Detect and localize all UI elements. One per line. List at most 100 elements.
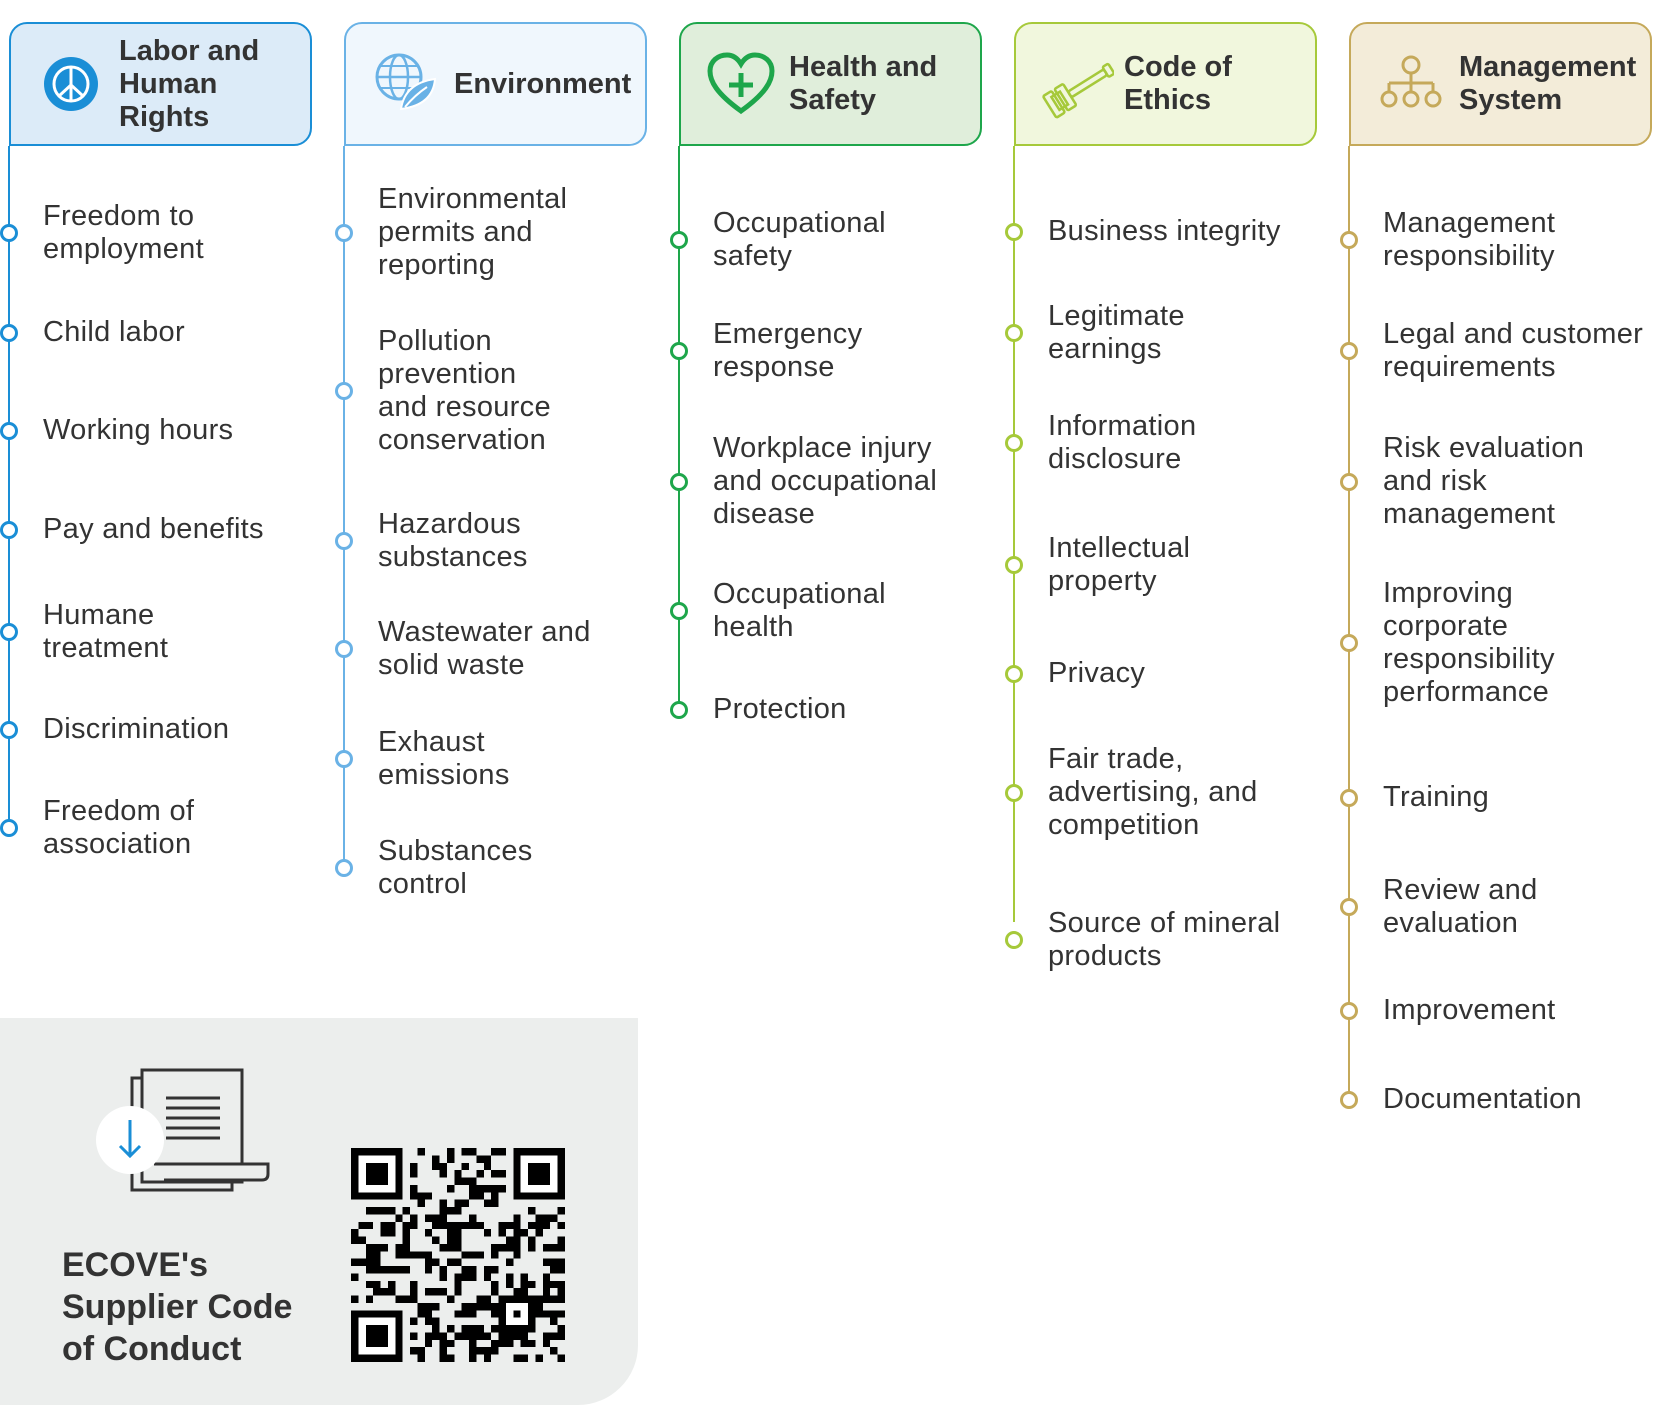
timeline-dot [1005,931,1023,949]
timeline-dot [1005,434,1023,452]
timeline-dot [1340,634,1358,652]
list-item: Substances control [335,835,675,901]
timeline-dot [335,859,353,877]
list-item: Occupational safety [670,207,1010,273]
timeline-dot [335,382,353,400]
download-card-title: ECOVE's Supplier Code of Conduct [62,1246,293,1368]
document-download-icon[interactable] [96,1068,276,1208]
header-title: Health and Safety [789,51,938,116]
timeline-dot [1340,1090,1358,1109]
timeline-dot [1005,664,1023,683]
org-chart-icon [1373,46,1449,122]
list-item-label: Information disclosure [1048,410,1197,475]
list-item-label: Intellectual property [1048,532,1191,597]
list-item-label: Training [1383,781,1490,813]
timeline-dot [0,224,18,242]
timeline-dot [1340,342,1358,360]
list-item: Environmental permits and reporting [335,183,675,282]
list-item: Risk evaluation and risk management [1340,432,1655,531]
list-item: Privacy [1005,657,1345,690]
qr-code[interactable] [351,1148,565,1362]
timeline-dot [0,520,18,539]
timeline-dot [1005,556,1023,574]
timeline-dot [0,323,18,342]
list-item-label: Improving corporate responsibility perfo… [1383,577,1555,708]
timeline-dot [1340,472,1358,491]
list-item-label: Humane treatment [43,599,169,664]
timeline-dot [335,532,353,550]
list-item-label: Legal and customer requirements [1383,318,1644,383]
list-item: Legitimate earnings [1005,300,1345,366]
list-item: Freedom of association [0,795,340,861]
list-item: Workplace injury and occupational diseas… [670,432,1010,531]
list-item: Freedom to employment [0,200,340,266]
timeline-dot [670,700,688,719]
list-item: Documentation [1340,1083,1655,1116]
timeline-line [1348,146,1350,1097]
list-item-label: Fair trade, advertising, and competition [1048,743,1258,841]
header-environment[interactable]: Environment [344,22,647,146]
list-item-label: Management responsibility [1383,207,1556,272]
timeline-dot [0,421,18,440]
list-item-label: Documentation [1383,1083,1582,1115]
header-management[interactable]: Management System [1349,22,1652,146]
header-health[interactable]: Health and Safety [679,22,982,146]
timeline-dot [1340,1001,1358,1020]
timeline-dot [335,223,353,242]
list-item: Hazardous substances [335,508,675,574]
header-title: Labor and Human Rights [119,34,260,133]
timeline-dot [670,231,688,249]
list-item: Management responsibility [1340,207,1655,273]
list-item-label: Pay and benefits [43,513,264,545]
list-item: Emergency response [670,318,1010,384]
list-item: Improvement [1340,994,1655,1027]
heart-plus-icon [703,46,779,122]
header-title: Management System [1459,51,1637,116]
globe-leaf-icon [368,46,444,122]
list-item: Protection [670,693,1010,726]
header-labor[interactable]: Labor and Human Rights [9,22,312,146]
list-item-label: Occupational health [713,578,886,643]
list-item: Working hours [0,414,340,447]
list-item-label: Protection [713,693,847,725]
timeline-dot [0,819,18,837]
list-item-label: Hazardous substances [378,508,528,573]
list-item: Training [1340,781,1655,814]
list-item-label: Risk evaluation and risk management [1383,432,1585,530]
list-item-label: Substances control [378,835,533,900]
list-item: Discrimination [0,713,340,746]
list-item: Humane treatment [0,599,340,665]
list-item-label: Improvement [1383,994,1556,1026]
list-item: Pay and benefits [0,513,340,546]
timeline-dot [1005,222,1023,241]
list-item: Fair trade, advertising, and competition [1005,743,1345,842]
list-item-label: Discrimination [43,713,230,745]
timeline-line [343,146,345,866]
timeline-line [678,146,680,708]
header-title: Environment [454,67,632,100]
list-item: Pollution prevention and resource conser… [335,325,675,457]
list-item: Legal and customer requirements [1340,318,1655,384]
timeline-dot [670,472,688,491]
list-item: Occupational health [670,578,1010,644]
timeline-dot [670,342,688,360]
list-item: Child labor [0,316,340,349]
list-item-label: Source of mineral products [1048,907,1281,972]
list-item: Wastewater and solid waste [335,616,675,682]
timeline-dot [670,602,688,620]
timeline-line [8,146,10,827]
list-item-label: Occupational safety [713,207,886,272]
list-item-label: Wastewater and solid waste [378,616,591,681]
timeline-dot [1340,898,1358,916]
list-item-label: Child labor [43,316,185,348]
list-item-label: Exhaust emissions [378,726,510,791]
header-ethics[interactable]: Code of Ethics [1014,22,1317,146]
list-item: Review and evaluation [1340,874,1655,940]
list-item: Improving corporate responsibility perfo… [1340,577,1655,709]
list-item-label: Freedom of association [43,795,195,860]
